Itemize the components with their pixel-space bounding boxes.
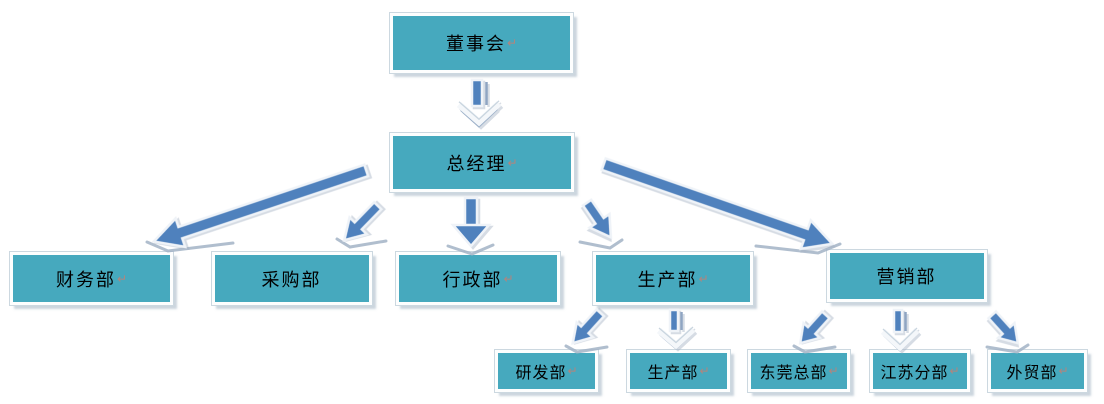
arrow-shadow-icon [145,240,235,253]
org-node-purchasing[interactable]: 采购部 [212,252,372,305]
arrow-marketing-to-jiangsu-icon[interactable] [880,308,920,353]
org-node-label: 行政部 [442,269,503,290]
org-node-label: 财务部 [55,269,116,290]
paragraph-mark-icon: ↵ [1058,364,1069,378]
paragraph-mark-icon: ↵ [503,271,514,286]
arrow-general-manager-to-marketing-icon[interactable] [596,147,839,260]
arrow-board-to-general-manager-icon[interactable] [455,78,503,129]
arrow-general-manager-to-purchasing-icon[interactable] [332,194,390,252]
org-node-label: 江苏分部 [880,365,949,382]
paragraph-mark-icon: ↵ [567,364,578,378]
org-node-label: 东莞总部 [759,365,828,382]
arrow-general-manager-to-production-icon[interactable] [574,193,625,248]
org-node-rnd[interactable]: 研发部↵ [495,350,598,392]
arrow-marketing-to-dongguan-icon[interactable] [789,304,838,354]
org-node-general-manager[interactable]: 总经理↵ [390,133,574,192]
arrow-general-manager-to-admin-icon[interactable] [448,196,494,248]
arrow-shadow-icon [564,344,609,354]
org-node-dongguan-hq[interactable]: 东莞总部↵ [748,350,850,392]
arrow-shadow-icon [754,242,842,255]
paragraph-mark-icon: ↵ [698,271,709,286]
org-node-jiangsu-branch[interactable]: 江苏分部↵ [870,350,970,392]
paragraph-mark-icon: ↵ [116,271,128,286]
org-node-admin[interactable]: 行政部↵ [396,252,560,305]
arrow-shadow-icon [985,343,1030,354]
org-node-finance[interactable]: 财务部↵ [10,252,173,305]
org-node-label: 生产部 [647,365,699,382]
arrow-general-manager-to-finance-icon[interactable] [146,154,373,259]
paragraph-mark-icon: ↵ [949,364,960,378]
org-node-label: 董事会 [445,34,506,54]
org-node-marketing[interactable]: 营销部 [827,250,987,302]
arrow-marketing-to-foreign-trade-icon[interactable] [981,304,1030,354]
arrow-shadow-icon [446,243,495,256]
org-node-label: 采购部 [261,269,322,290]
arrow-production-to-rnd-icon[interactable] [561,302,612,354]
arrow-shadow-icon [578,238,624,250]
org-node-board[interactable]: 董事会↵ [390,13,573,73]
arrow-production-to-production-sub-icon[interactable] [656,308,696,351]
paragraph-mark-icon: ↵ [506,36,518,50]
org-node-label: 总经理 [446,153,507,174]
paragraph-mark-icon: ↵ [828,364,839,378]
org-node-label: 营销部 [876,267,937,287]
org-node-label: 研发部 [515,365,567,382]
arrow-shadow-icon [792,344,837,354]
org-node-label: 生产部 [637,269,698,290]
paragraph-mark-icon: ↵ [507,155,518,170]
org-node-label: 外贸部 [1006,365,1058,382]
org-node-foreign-trade[interactable]: 外贸部↵ [988,350,1087,392]
paragraph-mark-icon: ↵ [699,364,710,378]
org-node-production[interactable]: 生产部↵ [593,252,753,305]
org-node-production-sub[interactable]: 生产部↵ [627,350,730,392]
arrow-shadow-icon [335,237,388,249]
